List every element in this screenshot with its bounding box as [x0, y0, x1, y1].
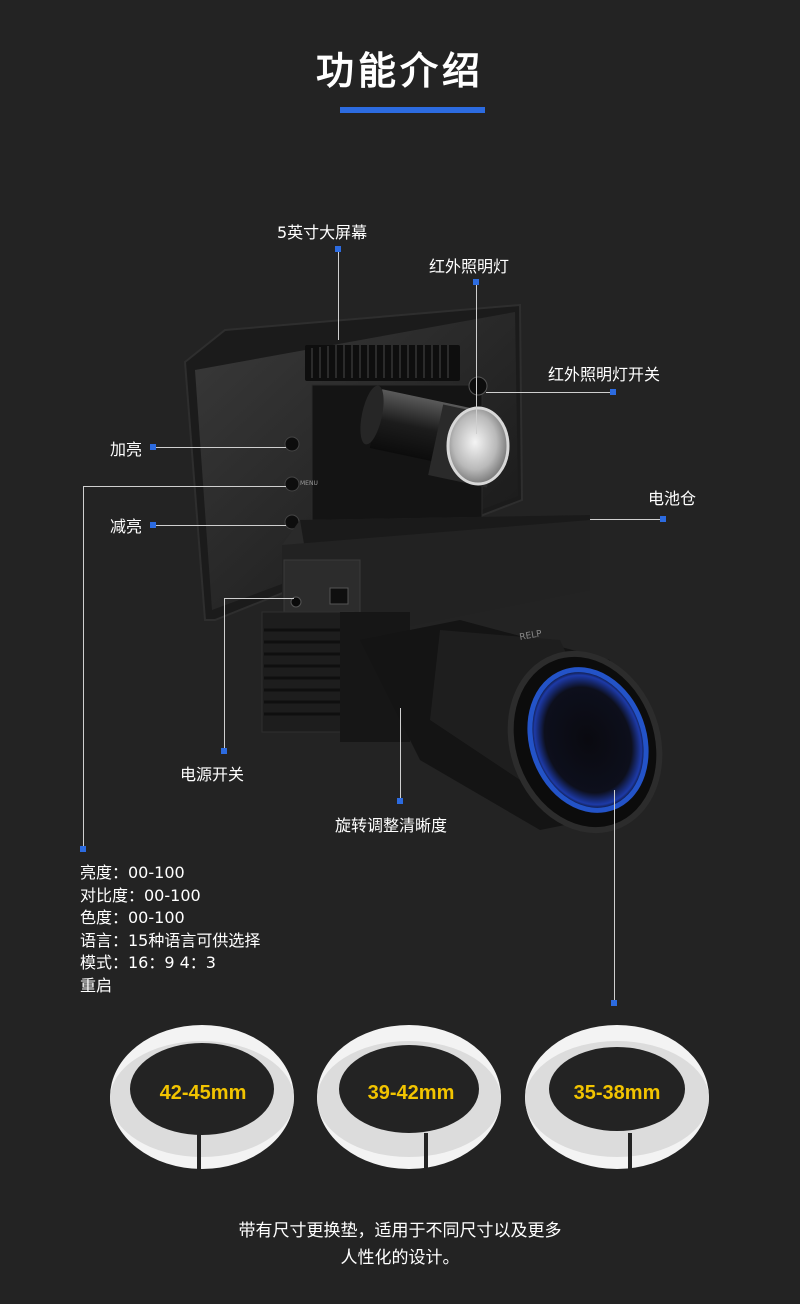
adapter-ring-2	[317, 1025, 501, 1173]
adapter-ring-3	[525, 1025, 709, 1173]
screen-marker	[335, 246, 341, 252]
power-leader-h	[224, 598, 294, 599]
spec-reset: 重启	[80, 975, 113, 995]
spec-language: 语言：15种语言可供选择	[80, 930, 261, 950]
menu-leader-vertical	[83, 486, 84, 846]
brand-text: RELP	[519, 629, 543, 643]
footer-line-1: 带有尺寸更换垫，适用于不同尺寸以及更多	[238, 1221, 562, 1241]
dim-leader	[154, 525, 286, 526]
device-illustration: MENU RELP	[183, 303, 660, 831]
callout-focus: 旋转调整清晰度	[335, 816, 448, 835]
spec-chroma: 色度：00-100	[80, 908, 185, 927]
callout-power: 电源开关	[180, 765, 245, 784]
page-title: 功能介绍	[315, 49, 484, 93]
brighten-marker	[150, 444, 156, 450]
ring-size-2: 39-42mm	[367, 1082, 455, 1104]
battery-leader	[590, 519, 662, 520]
menu-specs: 亮度：00-100 对比度：00-100 色度：00-100 语言：15种语言可…	[80, 862, 260, 997]
menu-marker	[80, 846, 86, 852]
brighten-leader	[154, 447, 286, 448]
power-leader-v	[224, 598, 225, 750]
spec-brightness: 亮度：00-100	[80, 863, 185, 882]
ring-size-1: 42-45mm	[159, 1082, 247, 1104]
screen-leader	[338, 250, 339, 340]
spec-mode: 模式：16：9 4：3	[80, 953, 216, 972]
spec-contrast: 对比度：00-100	[80, 885, 201, 905]
menu-button-text: MENU	[300, 480, 318, 487]
ir-light-marker	[473, 279, 479, 285]
ring-leader	[614, 790, 615, 1002]
callout-screen: 5英寸大屏幕	[277, 223, 368, 242]
ring-size-3: 35-38mm	[573, 1082, 661, 1104]
callout-ir-switch: 红外照明灯开关	[548, 365, 661, 384]
ir-switch-marker	[610, 389, 616, 395]
callout-ir-light: 红外照明灯	[429, 257, 510, 276]
callout-brighten: 加亮	[110, 440, 143, 459]
callout-dim: 减亮	[110, 517, 143, 536]
title-underline	[340, 107, 485, 113]
ir-light-leader	[476, 284, 477, 434]
ring-marker	[611, 1000, 617, 1006]
adapter-ring-1	[110, 1025, 294, 1173]
focus-leader	[400, 708, 401, 800]
focus-marker	[397, 798, 403, 804]
footer-description: 带有尺寸更换垫，适用于不同尺寸以及更多 人性化的设计。	[0, 1218, 800, 1272]
footer-line-2: 人性化的设计。	[340, 1248, 460, 1268]
dim-marker	[150, 522, 156, 528]
battery-marker	[660, 516, 666, 522]
ir-switch-leader	[486, 392, 614, 393]
callout-battery: 电池仓	[648, 489, 697, 508]
menu-leader	[83, 486, 286, 487]
power-marker	[221, 748, 227, 754]
